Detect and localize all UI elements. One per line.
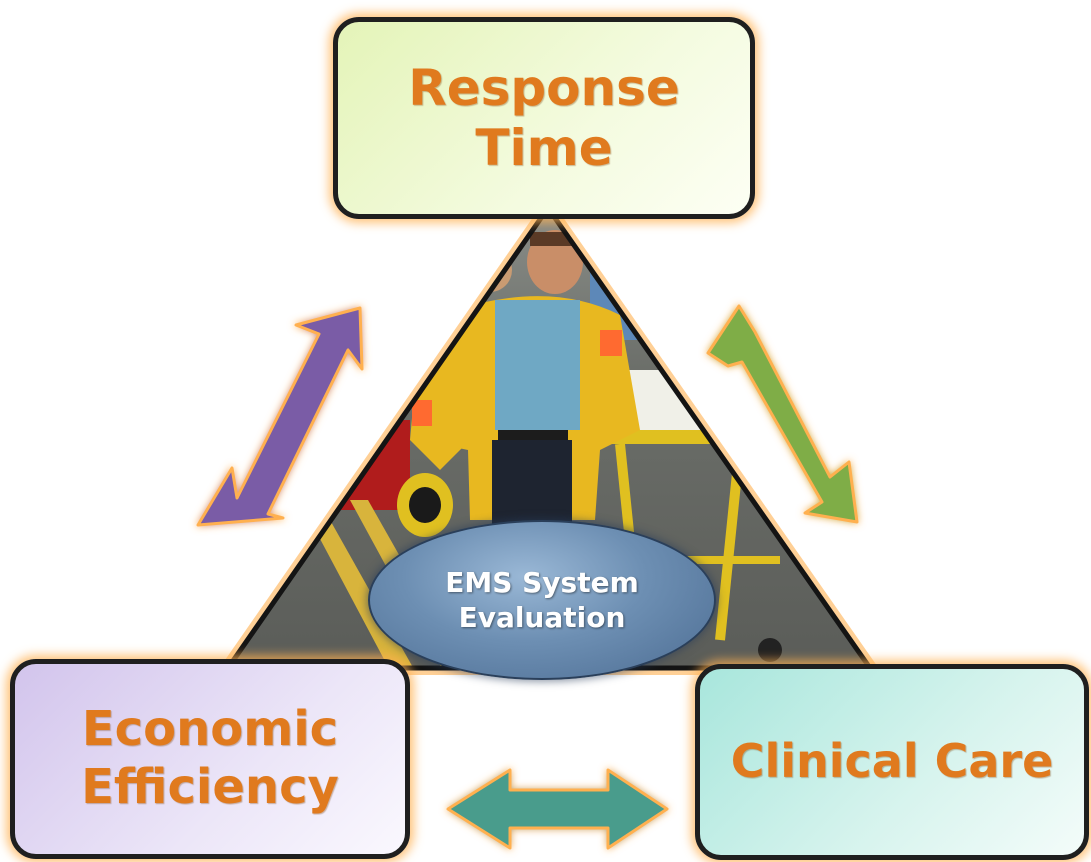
ems-system-evaluation-label: EMS System Evaluation	[445, 566, 639, 634]
arrow-response-economic	[196, 306, 364, 527]
response-time-box: Response Time	[333, 17, 755, 219]
ems-system-evaluation-ellipse: EMS System Evaluation	[368, 520, 716, 680]
response-time-label: Response Time	[408, 59, 680, 177]
arrow-response-clinical	[706, 304, 859, 524]
arrow-economic-clinical	[446, 768, 669, 850]
economic-efficiency-label: Economic Efficiency	[81, 701, 339, 815]
economic-efficiency-box: Economic Efficiency	[10, 659, 410, 859]
clinical-care-box: Clinical Care	[695, 664, 1089, 860]
clinical-care-label: Clinical Care	[730, 734, 1054, 789]
